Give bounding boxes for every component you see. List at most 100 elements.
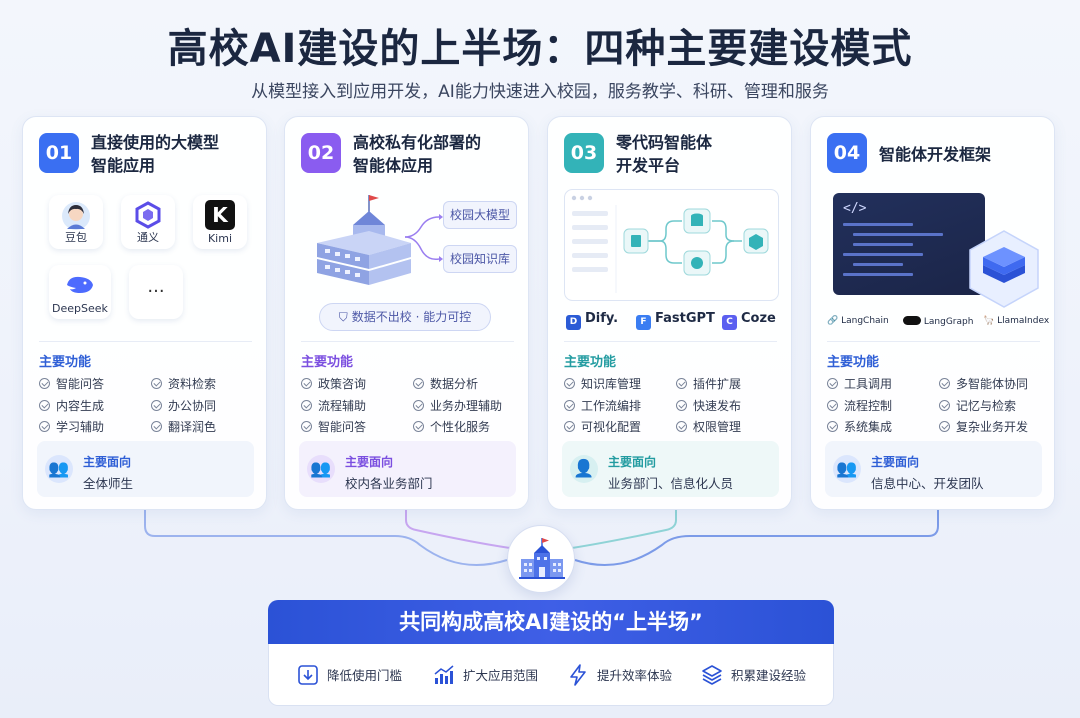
feature-item: 翻译润色 [151,418,251,438]
divider [39,341,252,342]
audience-value: 信息中心、开发团队 [871,476,984,491]
feature-item: 多智能体协同 [939,375,1039,395]
card-title-line2: 智能体应用 [353,156,434,175]
card-mode-1: 01 直接使用的大模型 智能应用 豆包 通义 K Kimi [22,116,267,510]
code-editor-icon: </> [833,193,985,295]
check-icon [939,378,950,389]
campus-server-icon [317,195,411,285]
framework-visual: </> 🔗 LangChain LangGraph 🦙 LlamaIndex [825,189,1049,345]
card-number: 02 [301,133,341,173]
benefit-efficiency: 提升效率体验 [567,664,672,686]
feature-item: 系统集成 [827,418,939,438]
feature-item: 业务办理辅助 [413,397,513,417]
features-heading: 主要功能 [301,355,354,370]
users-icon: 👥 [833,455,861,483]
workflow-canvas-icon [564,189,779,301]
feature-item: 资料检索 [151,375,251,395]
check-icon [564,421,575,432]
feature-item: 内容生成 [39,397,151,417]
audience-value: 业务部门、信息化人员 [608,476,734,491]
users-icon: 👥 [307,455,335,483]
card-title: 零代码智能体 开发平台 [616,131,786,177]
connector-line-4 [574,510,939,566]
more-icon: ··· [147,281,165,302]
audience-value: 全体师生 [83,476,134,491]
feature-item: 工作流编排 [564,397,676,417]
check-icon [151,421,162,432]
data-security-badge: ⛉数据不出校 · 能力可控 [319,303,491,331]
shield-icon: ⛉ [338,310,348,324]
card-number: 04 [827,133,867,173]
features-list: 智能问答资料检索内容生成办公协同学习辅助翻译润色 [39,373,254,438]
langchain-logo-icon: 🔗 [827,316,839,326]
check-icon [39,378,50,389]
card-title: 高校私有化部署的 智能体应用 [353,131,523,177]
divider [564,341,777,342]
check-icon [676,399,687,411]
layers-icon [969,230,1039,308]
card-mode-2: 02 高校私有化部署的 智能体应用 校园大模型 校园知识库 [284,116,529,510]
check-icon [564,378,575,389]
features-heading: 主要功能 [827,355,880,370]
check-icon [301,378,312,389]
audience-heading: 主要面向 [871,455,920,469]
feature-item: 快速发布 [676,397,776,417]
check-icon [301,399,312,411]
feature-item: 智能问答 [301,418,413,438]
audience-value: 校内各业务部门 [345,476,433,491]
app-doubao: 豆包 [49,195,103,249]
app-label: DeepSeek [52,302,108,315]
app-tongyi: 通义 [121,195,175,249]
divider [827,341,1040,342]
check-icon [939,399,950,411]
doubao-avatar-icon [62,202,90,230]
audience-box: 👥 主要面向 信息中心、开发团队 [825,441,1042,497]
app-label: 豆包 [65,231,87,244]
tongyi-logo-icon [135,201,161,229]
check-icon [151,378,162,389]
card-title-line2: 智能应用 [91,156,156,175]
check-icon [39,399,50,411]
card-title-line1: 高校私有化部署的 [353,133,482,152]
framework-langgraph: LangGraph [903,316,973,327]
check-icon [676,421,687,432]
check-icon [939,421,950,432]
app-more: ··· [129,265,183,319]
card-mode-4: 04 智能体开发框架 </> 🔗 LangChain LangGraph 🦙 L… [810,116,1055,510]
stack-layers-icon [702,665,722,685]
arrows [404,214,443,262]
page-subtitle: 从模型接入到应用开发，AI能力快速进入校园，服务教学、科研、管理和服务 [251,82,829,102]
audience-box: 👥 主要面向 全体师生 [37,441,254,497]
feature-item: 知识库管理 [564,375,676,395]
card-title-line1: 直接使用的大模型 [91,133,220,152]
bar-chart-up-icon [434,665,454,684]
app-label: 通义 [137,231,159,244]
feature-item: 可视化配置 [564,418,676,438]
coze-logo-icon: C [722,315,737,330]
label-campus-llm: 校园大模型 [443,201,517,229]
app-label: Kimi [207,232,233,245]
lightning-icon [570,664,586,686]
card-number: 03 [564,133,604,173]
features-heading: 主要功能 [39,355,92,370]
benefits-bar: 降低使用门槛 扩大应用范围 提升效率体验 积累建设经验 [268,644,834,706]
framework-langchain: 🔗 LangChain [827,316,889,326]
benefit-experience: 积累建设经验 [701,664,806,686]
app-deepseek: DeepSeek [49,265,111,319]
feature-item: 插件扩展 [676,375,776,395]
benefit-expand-scope: 扩大应用范围 [433,664,538,686]
user-icon: 👤 [570,455,598,483]
audience-box: 👥 主要面向 校内各业务部门 [299,441,516,497]
feature-item: 流程辅助 [301,397,413,417]
connector-line-2 [405,510,511,549]
users-icon: 👥 [45,455,73,483]
card-number: 01 [39,133,79,173]
summary-banner: 共同构成高校AI建设的“上半场” [268,600,834,644]
features-list: 政策咨询数据分析流程辅助业务办理辅助智能问答个性化服务 [301,373,516,438]
features-list: 知识库管理插件扩展工作流编排快速发布可视化配置权限管理 [564,373,779,438]
framework-llamaindex: 🦙 LlamaIndex [983,316,1050,326]
card-title-line1: 零代码智能体 [616,133,713,152]
feature-item: 智能问答 [39,375,151,395]
